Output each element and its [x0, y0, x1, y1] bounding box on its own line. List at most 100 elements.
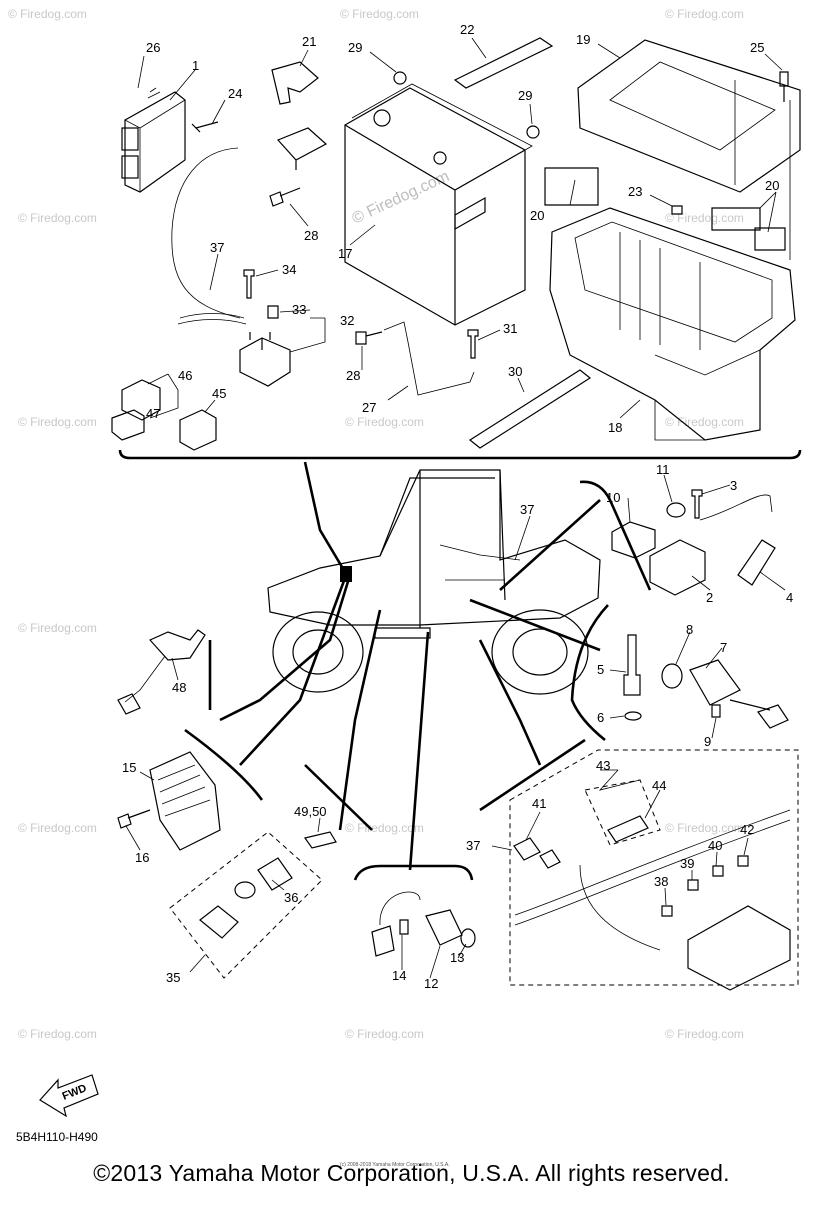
- callout-27: 27: [362, 400, 376, 415]
- bracket-4950: [304, 764, 373, 831]
- battery-cover: [577, 39, 801, 193]
- o-ring-11: [666, 502, 686, 518]
- callout-41: 41: [532, 796, 546, 811]
- switch-cover-36: [257, 857, 293, 891]
- callout-20b: 20: [765, 178, 779, 193]
- callout-34: 34: [282, 262, 296, 277]
- ground-lead: [177, 313, 247, 325]
- watermark: © Firedog.com: [350, 168, 452, 228]
- ignition-coil: [649, 539, 706, 596]
- fuse-40: [712, 865, 724, 877]
- plug-cap-4: [737, 539, 776, 586]
- diode: [539, 849, 561, 869]
- fwd-arrow-icon: FWD: [39, 1074, 99, 1118]
- callout-16: 16: [135, 850, 149, 865]
- callout-37c: 37: [466, 838, 480, 853]
- gasket-6: [624, 711, 642, 721]
- sensor-lead: [379, 891, 421, 926]
- callout-leaders: [125, 37, 786, 979]
- watermark: © Firedog.com: [665, 7, 744, 21]
- callout-24: 24: [228, 86, 242, 101]
- callout-28a: 28: [304, 228, 318, 243]
- sensor-plug: [757, 704, 789, 729]
- sensor-48: [149, 629, 206, 661]
- callout-8: 8: [686, 622, 693, 637]
- callout-6: 6: [597, 710, 604, 725]
- watermark: © Firedog.com: [665, 415, 744, 429]
- callout-5: 5: [597, 662, 604, 677]
- callout-45: 45: [212, 386, 226, 401]
- spark-plug: [623, 634, 641, 696]
- cable-27: [383, 321, 475, 396]
- lead-44: [607, 815, 649, 843]
- callout-37b: 37: [520, 502, 534, 517]
- battery-strap: [453, 37, 554, 89]
- watermark: © Firedog.com: [665, 821, 744, 835]
- callout-9: 9: [704, 734, 711, 749]
- callout-23: 23: [628, 184, 642, 199]
- speed-sensor-7: [689, 659, 771, 711]
- callout-12: 12: [424, 976, 438, 991]
- voltage-regulator: [149, 751, 221, 851]
- leader-4950: [338, 609, 382, 831]
- bolt-16: [117, 809, 151, 829]
- section-divider: [118, 449, 802, 460]
- callout-15: 15: [122, 760, 136, 775]
- main-switch: [199, 905, 239, 939]
- watermark: © Firedog.com: [18, 415, 97, 429]
- callout-32: 32: [340, 313, 354, 328]
- bracket-harness: [479, 738, 586, 812]
- starter-relay: [239, 332, 291, 387]
- callout-7: 7: [720, 640, 727, 655]
- screw-25: [779, 71, 789, 102]
- relay-module: [276, 127, 328, 170]
- callout-20a: 20: [530, 208, 544, 223]
- bolt-14: [399, 919, 409, 935]
- diagram-code: 5B4H110-H490: [16, 1130, 98, 1144]
- bolt-24: [191, 121, 219, 133]
- nut-29a: [393, 71, 407, 85]
- callout-33: 33: [292, 302, 306, 317]
- callout-13: 13: [450, 950, 464, 965]
- ecu-unit: [121, 91, 186, 193]
- callout-25: 25: [750, 40, 764, 55]
- vehicle-silhouette: [267, 469, 601, 695]
- callout-44: 44: [652, 778, 666, 793]
- bolt-28b: [355, 331, 383, 345]
- callout-labels: 26 1 24 21 29 22 19 25 29 23 20 20 28 17…: [122, 22, 793, 991]
- connector-47: [111, 409, 145, 441]
- crank-sensor-12: [425, 909, 463, 946]
- switch-assembly-box: [169, 831, 323, 979]
- cable-tie-30: [468, 369, 592, 449]
- battery: [344, 83, 533, 326]
- sensor-connector: [371, 925, 395, 957]
- leader-top: [303, 461, 347, 573]
- fuse-box: [687, 905, 791, 991]
- leader-12: [408, 631, 430, 871]
- leader-sparkplug: [469, 598, 601, 652]
- callout-11: 11: [656, 462, 670, 477]
- relay-41: [513, 837, 541, 861]
- callout-47: 47: [146, 406, 160, 421]
- callout-28b: 28: [346, 368, 360, 383]
- o-ring-8: [661, 663, 683, 689]
- pad-20a: [544, 167, 599, 206]
- screw-26: [147, 87, 161, 99]
- o-ring-13: [460, 928, 476, 948]
- callout-37a: 37: [210, 240, 224, 255]
- clamp-bracket: [271, 61, 319, 105]
- bracket-12: [353, 864, 474, 881]
- watermark: © Firedog.com: [665, 211, 744, 225]
- nut-29b: [526, 125, 540, 139]
- fuse-42: [737, 855, 749, 867]
- watermark: © Firedog.com: [665, 1027, 744, 1041]
- callout-18: 18: [608, 420, 622, 435]
- callout-26: 26: [146, 40, 160, 55]
- watermark: © Firedog.com: [8, 7, 87, 21]
- callout-4950: 49,50: [294, 804, 327, 819]
- callout-22: 22: [460, 22, 474, 37]
- fuse-38: [661, 905, 673, 917]
- watermark: © Firedog.com: [18, 621, 97, 635]
- callout-48: 48: [172, 680, 186, 695]
- callout-4: 4: [786, 590, 793, 605]
